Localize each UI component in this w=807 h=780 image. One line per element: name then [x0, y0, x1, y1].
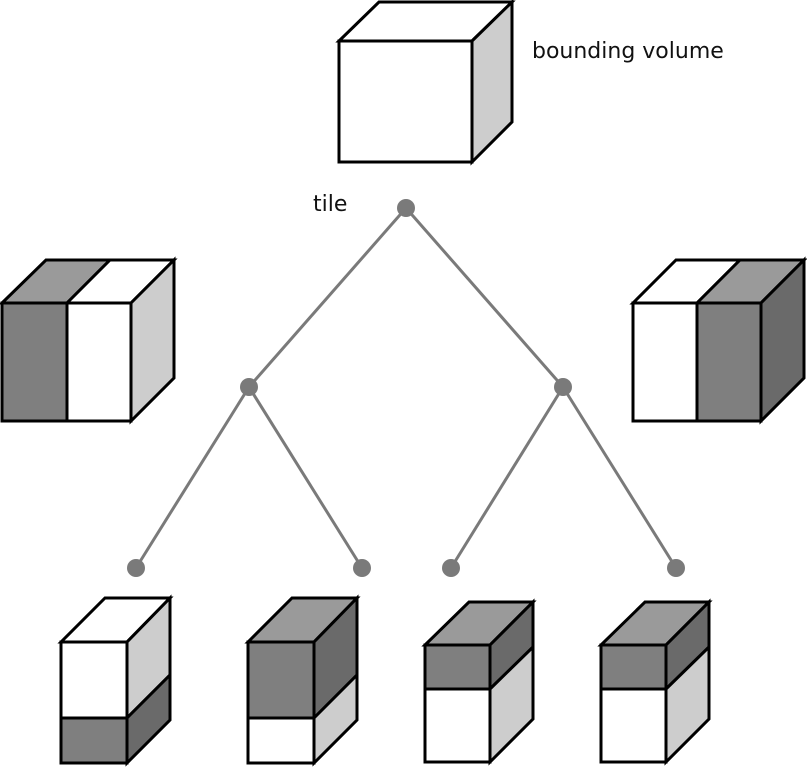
tile-label: tile — [313, 192, 348, 217]
node-leaf-4 — [667, 559, 685, 577]
cube-front-lower — [599, 687, 668, 764]
node-left — [240, 378, 258, 396]
cube-front-right-half — [65, 301, 133, 423]
cube-leaf-2 — [244, 594, 361, 767]
cube-front-upper — [59, 640, 129, 720]
edge-right-leaf4 — [561, 386, 678, 569]
edge-left-leaf1 — [134, 386, 251, 569]
cube-front-lower — [59, 716, 129, 765]
cube-leaf-1 — [57, 594, 174, 767]
cube-level1-right — [629, 256, 807, 425]
cube-level1-left — [0, 256, 178, 425]
cube-root-bounding-volume — [335, 0, 516, 166]
cube-front-lower — [246, 716, 316, 765]
cube-leaf-3 — [421, 598, 537, 766]
edge-root-right — [404, 207, 565, 388]
node-leaf-3 — [442, 559, 460, 577]
node-right — [554, 378, 572, 396]
cube-leaf-4 — [597, 598, 713, 766]
node-leaf-1 — [127, 559, 145, 577]
cube-front-left-half — [0, 301, 69, 423]
tree-nodes — [127, 199, 685, 577]
node-root — [397, 199, 415, 217]
cube-front-upper — [423, 643, 492, 691]
edge-right-leaf3 — [449, 386, 565, 569]
bounding-volume-label: bounding volume — [532, 39, 724, 64]
edge-left-leaf2 — [247, 386, 364, 569]
node-leaf-2 — [353, 559, 371, 577]
cube-front-left-half — [631, 301, 699, 423]
cube-front-upper — [599, 643, 668, 691]
cube-front-upper — [246, 640, 316, 720]
cube-front-lower — [423, 687, 492, 764]
cube-front-right-half — [695, 301, 763, 423]
tree-edges — [134, 207, 678, 569]
cube-front-face — [337, 39, 474, 164]
edge-root-left — [247, 207, 408, 388]
